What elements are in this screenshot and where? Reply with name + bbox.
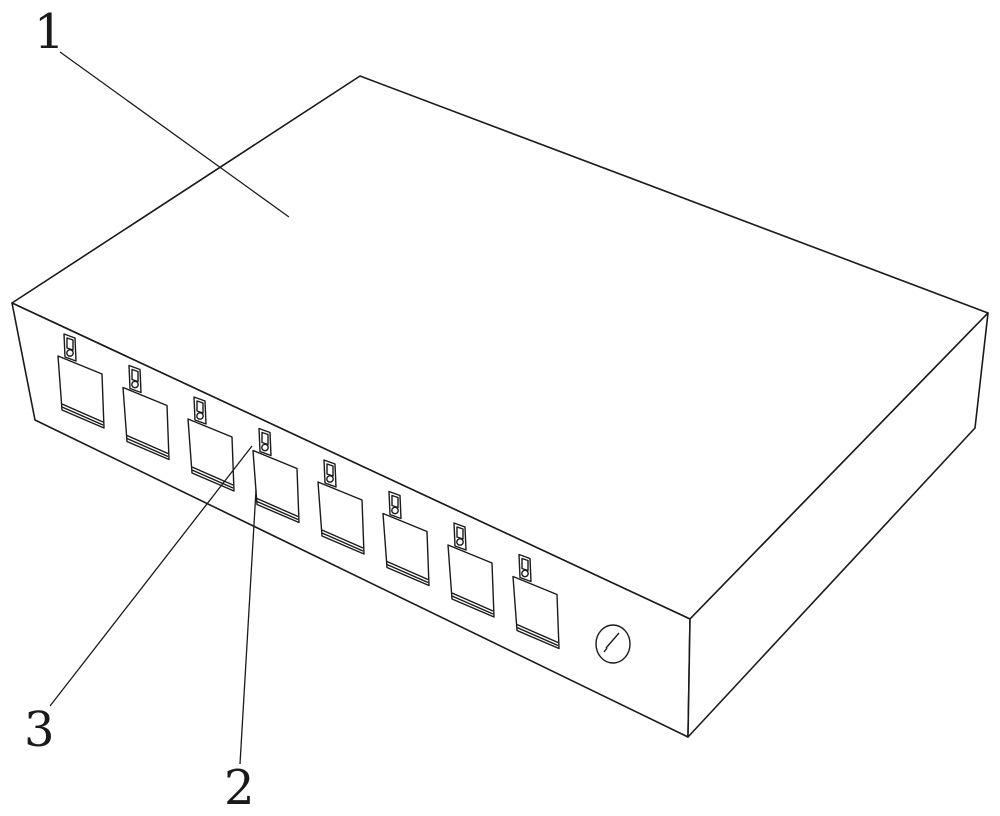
leader-line-2: [240, 490, 256, 764]
reference-label-3: 3: [24, 706, 55, 754]
leader-line-3: [50, 446, 252, 706]
reference-label-1: 1: [34, 8, 65, 56]
reference-label-2: 2: [224, 764, 255, 812]
leader-line-1: [60, 52, 289, 217]
